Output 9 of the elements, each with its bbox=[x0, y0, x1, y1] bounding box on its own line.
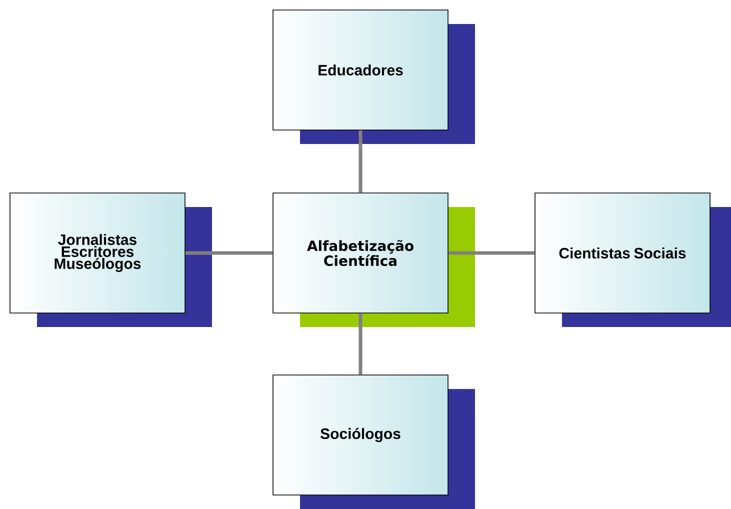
connector-line bbox=[185, 251, 273, 255]
connector-line bbox=[448, 251, 535, 255]
text-box: Jornalistas Escritores Museólogos bbox=[10, 192, 186, 314]
connector-line bbox=[358, 130, 362, 193]
text-box: Cientistas Sociais bbox=[534, 192, 710, 314]
text-box: Educadores bbox=[272, 10, 448, 130]
text-box: Sociólogos bbox=[272, 374, 448, 496]
text-box: Alfabetização Científica bbox=[272, 192, 448, 314]
connector-line bbox=[358, 313, 362, 375]
